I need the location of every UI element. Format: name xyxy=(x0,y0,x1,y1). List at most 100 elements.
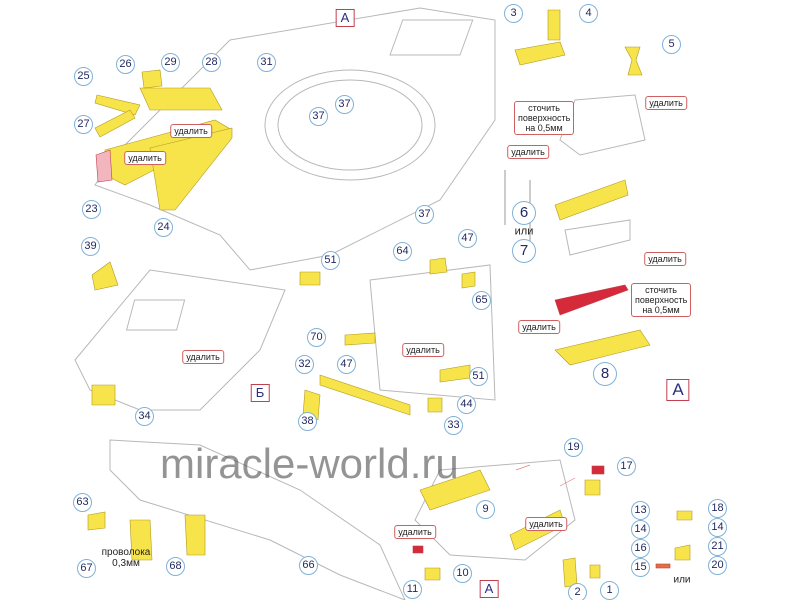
part-3 xyxy=(514,41,566,66)
part-callout: 67 xyxy=(77,559,96,578)
part-callout: 65 xyxy=(472,291,491,310)
part-callout: 25 xyxy=(74,67,93,86)
part-callout: 47 xyxy=(337,355,356,374)
or-label: или xyxy=(514,225,534,238)
part-callout: 8 xyxy=(593,362,617,386)
part-callout: 21 xyxy=(708,537,727,556)
remove-note: удалить xyxy=(507,145,549,159)
track-fender-left xyxy=(419,469,491,511)
part-28 xyxy=(139,87,223,111)
part-39 xyxy=(91,261,119,291)
part-callout: 29 xyxy=(161,53,180,72)
part-6 xyxy=(554,179,629,221)
part-callout: 47 xyxy=(458,229,477,248)
part-callout: 34 xyxy=(135,407,154,426)
or-label: или xyxy=(673,574,691,586)
view-label-b: Б xyxy=(250,384,270,402)
part-20 xyxy=(674,544,691,561)
part-callout: 66 xyxy=(299,556,318,575)
side-skirt-outline xyxy=(109,439,406,600)
view-label-a: А xyxy=(335,9,355,27)
part-26 xyxy=(141,69,163,89)
part-callout: 14 xyxy=(708,518,727,537)
part-34 xyxy=(91,384,116,406)
wire-note: проволока 0,3мм xyxy=(101,547,151,569)
part-callout: 51 xyxy=(469,367,488,386)
part-callout: 70 xyxy=(307,328,326,347)
bottom-hull-outline xyxy=(414,459,576,561)
part-callout: 9 xyxy=(476,500,495,519)
remove-note: удалить xyxy=(124,151,166,165)
part-callout: 1 xyxy=(600,581,619,600)
remove-note: удалить xyxy=(182,350,224,364)
part-callout: 37 xyxy=(335,95,354,114)
part-11 xyxy=(424,567,441,581)
part-70 xyxy=(344,332,376,346)
part-27 xyxy=(94,109,136,138)
part-callout: 19 xyxy=(564,438,583,457)
part-callout: 17 xyxy=(617,457,636,476)
removed-part-red xyxy=(95,149,113,183)
part-callout: 28 xyxy=(202,53,221,72)
part-63 xyxy=(87,511,106,531)
part-callout: 38 xyxy=(298,412,317,431)
part-callout: 20 xyxy=(708,556,727,575)
part-callout: 4 xyxy=(579,4,598,23)
part-callout: 44 xyxy=(457,395,476,414)
part-64 xyxy=(429,257,448,275)
part-32-38 xyxy=(302,374,411,421)
part-callout: 39 xyxy=(81,237,100,256)
part-callout: 18 xyxy=(708,499,727,518)
part-23-bar xyxy=(149,127,233,211)
part-callout: 33 xyxy=(444,416,463,435)
part-callout: 31 xyxy=(257,53,276,72)
part-callout: 63 xyxy=(73,493,92,512)
grind-note: сточить поверхность на 0,5мм xyxy=(631,283,691,317)
part-callout: 27 xyxy=(74,115,93,134)
part-callout: 51 xyxy=(321,251,340,270)
part-callout: 15 xyxy=(631,558,650,577)
part-callout: 14 xyxy=(631,520,650,539)
part-callout: 6 xyxy=(512,201,536,225)
part-callout: 5 xyxy=(662,35,681,54)
part-callout: 37 xyxy=(415,205,434,224)
part-callout: 13 xyxy=(631,501,650,520)
part-callout: 24 xyxy=(154,218,173,237)
part-18 xyxy=(676,510,693,521)
part-51 xyxy=(299,271,471,383)
part-44 xyxy=(427,397,443,413)
remove-note: удалить xyxy=(525,517,567,531)
view-label-a: А xyxy=(479,580,499,598)
remove-note: удалить xyxy=(394,525,436,539)
part-turret-mount xyxy=(584,479,601,496)
part-8 xyxy=(554,329,651,366)
part-67 xyxy=(184,514,206,556)
part-callout: 16 xyxy=(631,539,650,558)
remove-note: удалить xyxy=(402,343,444,357)
part-68 xyxy=(129,519,153,561)
remove-note: удалить xyxy=(518,320,560,334)
part-callout: 3 xyxy=(504,4,523,23)
turret-ring xyxy=(264,69,436,181)
part-callout: 2 xyxy=(568,583,587,600)
part-5 xyxy=(624,46,643,76)
part-callout: 26 xyxy=(116,55,135,74)
part-callout: 10 xyxy=(453,564,472,583)
part-65 xyxy=(461,271,476,289)
part-callout: 32 xyxy=(295,355,314,374)
remove-note: удалить xyxy=(644,252,686,266)
part-1 xyxy=(589,564,601,579)
part-callout: 64 xyxy=(393,242,412,261)
part-callout: 11 xyxy=(403,580,422,599)
grind-note: сточить поверхность на 0,5мм xyxy=(514,101,574,135)
part-4 xyxy=(547,9,561,41)
part-callout: 7 xyxy=(512,239,536,263)
part-callout: 37 xyxy=(309,107,328,126)
part-callout: 68 xyxy=(166,557,185,576)
part-25 xyxy=(94,94,141,116)
part-callout: 23 xyxy=(82,200,101,219)
view-label-a: А xyxy=(666,379,690,401)
watermark: miracle-world.ru xyxy=(160,440,459,487)
remove-note: удалить xyxy=(170,124,212,138)
